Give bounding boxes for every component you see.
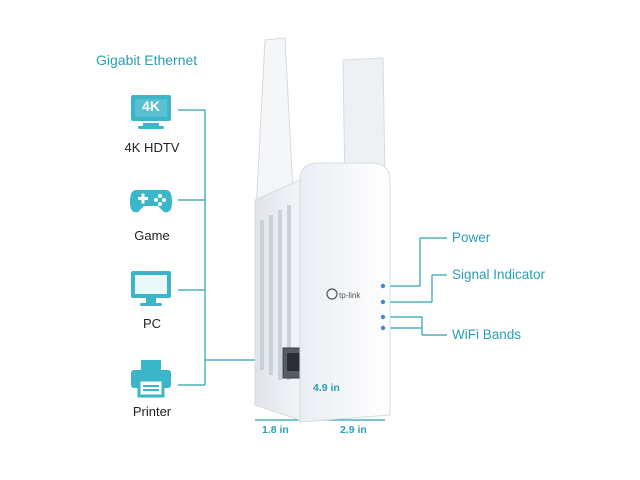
- device-label-printer: Printer: [132, 404, 172, 419]
- range-extender-device: tp-link: [254, 37, 391, 423]
- section-heading: Gigabit Ethernet: [96, 52, 198, 68]
- tv-badge: 4K: [142, 98, 160, 114]
- dimension-depth: 1.8 in: [262, 424, 289, 436]
- printer-icon: [128, 358, 174, 403]
- device-label-pc: PC: [142, 316, 162, 331]
- gamepad-icon: [128, 180, 174, 225]
- callout-wifi-bands: WiFi Bands: [452, 327, 522, 342]
- dimension-height: 4.9 in: [313, 382, 340, 394]
- dimension-width: 2.9 in: [340, 424, 367, 436]
- device-label-hdtv: 4K HDTV: [124, 140, 180, 155]
- brand-logo-text: tp-link: [339, 291, 361, 300]
- callout-signal-indicator: Signal Indicator: [452, 267, 546, 282]
- monitor-icon: [128, 268, 174, 313]
- callout-power: Power: [452, 230, 491, 245]
- tv-4k-icon: 4K: [128, 92, 174, 137]
- device-label-game: Game: [134, 228, 170, 243]
